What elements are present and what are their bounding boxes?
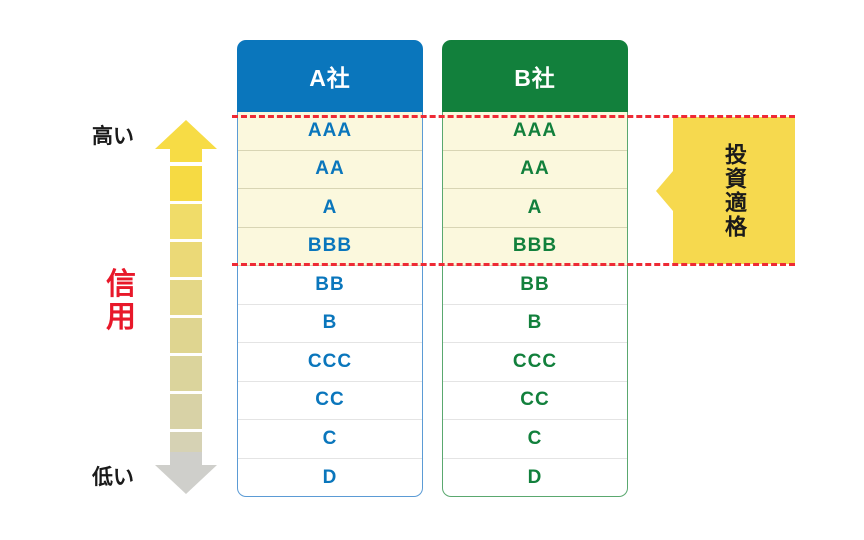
arrow-up-head [155, 120, 217, 162]
arrow-seg-3 [170, 242, 202, 277]
rating-cell[interactable]: CCC [238, 343, 422, 382]
column-b-rating-list: AAA AA A BBB BB B CCC CC C D [442, 112, 628, 497]
rating-cell[interactable]: BBB [443, 227, 627, 266]
rating-cell[interactable]: D [322, 466, 338, 488]
rating-cell[interactable]: CC [238, 382, 422, 420]
rating-cell[interactable]: AAA [238, 112, 422, 151]
arrow-seg-4 [170, 280, 202, 315]
rating-cell[interactable]: CC [443, 382, 627, 420]
rating-cell[interactable]: AAA [443, 112, 627, 151]
arrow-seg-1 [170, 166, 202, 201]
rating-cell[interactable]: AA [443, 150, 627, 189]
arrow-seg-7 [170, 394, 202, 429]
rating-column-b: B社 AAA AA A BBB BB B CCC CC C D [442, 40, 628, 497]
investment-grade-top-divider [232, 115, 795, 118]
rating-cell[interactable]: BBB [238, 227, 422, 266]
scale-low-label: 低い [92, 466, 134, 489]
rating-cell[interactable]: D [527, 466, 543, 488]
rating-cell[interactable]: B [238, 305, 422, 343]
credit-axis-label: 信用 [106, 268, 136, 334]
column-a-rating-list: AAA AA A BBB BB B CCC CC C D [237, 112, 423, 497]
rating-cell[interactable]: BB [238, 266, 422, 305]
investment-grade-bottom-divider [232, 263, 795, 266]
rating-cell[interactable]: B [443, 305, 627, 343]
column-b-header: B社 [442, 40, 628, 112]
arrow-seg-6 [170, 356, 202, 391]
rating-cell[interactable]: A [238, 189, 422, 228]
credit-gradient-arrow [155, 118, 221, 496]
investment-grade-callout: 投資適格 [656, 117, 795, 264]
rating-cell[interactable]: A [443, 189, 627, 228]
rating-column-a: A社 AAA AA A BBB BB B CCC CC C D [237, 40, 423, 497]
arrow-down-head [155, 452, 217, 494]
rating-cell[interactable]: C [443, 420, 627, 459]
rating-cell[interactable]: C [238, 420, 422, 459]
arrow-seg-2 [170, 204, 202, 239]
arrow-seg-5 [170, 318, 202, 353]
callout-pointer-icon [656, 171, 673, 211]
scale-high-label: 高い [92, 125, 134, 148]
column-a-header: A社 [237, 40, 423, 112]
rating-cell[interactable]: CCC [443, 343, 627, 382]
rating-cell[interactable]: AA [238, 150, 422, 189]
rating-cell[interactable]: BB [443, 266, 627, 305]
investment-grade-label: 投資適格 [722, 142, 747, 239]
